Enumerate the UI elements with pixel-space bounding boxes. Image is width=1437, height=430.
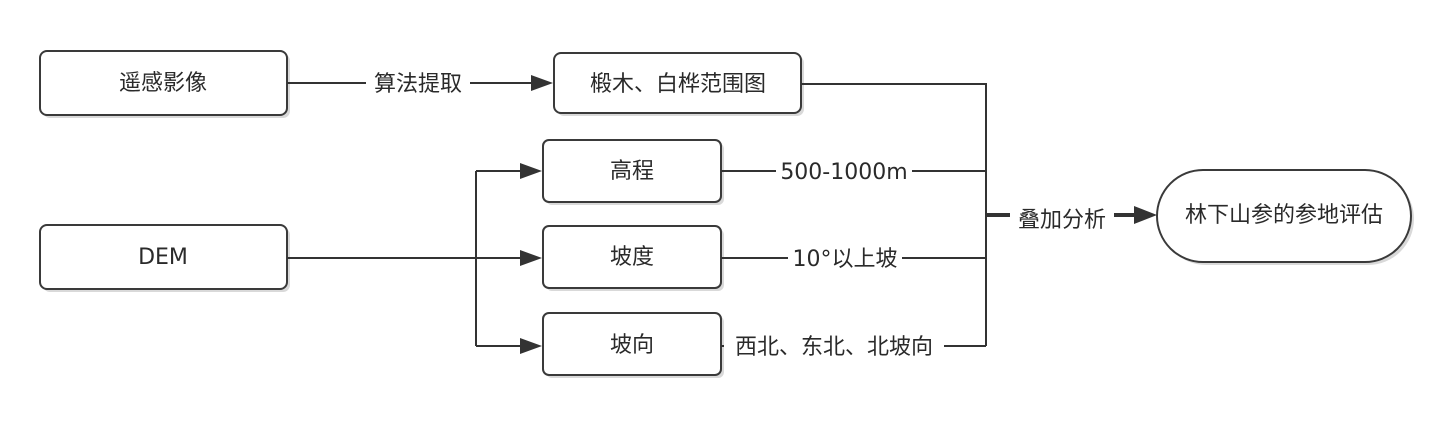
node-remote-sensing: 遥感影像 xyxy=(39,50,290,118)
edge-aspect-range-label: 西北、东北、北坡向 xyxy=(735,335,933,360)
node-dem-label: DEM xyxy=(138,245,188,270)
node-species-map-label: 椴木、白桦范围图 xyxy=(590,72,766,97)
node-species-map: 椴木、白桦范围图 xyxy=(553,52,804,116)
node-slope: 坡度 xyxy=(542,225,724,291)
node-slope-label: 坡度 xyxy=(610,245,654,270)
arrow-right-icon xyxy=(1134,206,1157,224)
node-elevation-label: 高程 xyxy=(610,159,654,184)
edge-algorithm-extract: 算法提取 xyxy=(287,68,553,100)
edge-collector xyxy=(721,83,987,347)
edge-dem-branch xyxy=(287,163,542,354)
edge-aspect-range: 西北、东北、北坡向 xyxy=(724,331,944,363)
node-remote-sensing-label: 遥感影像 xyxy=(119,71,207,96)
node-aspect-label: 坡向 xyxy=(610,333,654,358)
arrow-right-icon xyxy=(520,163,542,179)
arrow-right-icon xyxy=(520,338,542,354)
edge-elevation-range: 500-1000m xyxy=(776,156,912,188)
node-dem: DEM xyxy=(39,224,290,292)
arrow-right-icon xyxy=(531,75,553,91)
edge-overlay-analysis: 叠加分析 xyxy=(986,202,1157,238)
edge-elevation-range-label: 500-1000m xyxy=(780,160,907,185)
edge-overlay-analysis-label: 叠加分析 xyxy=(1018,208,1106,233)
edge-algorithm-extract-label: 算法提取 xyxy=(374,72,462,97)
edge-slope-range-label: 10°以上坡 xyxy=(793,247,898,272)
edge-slope-range: 10°以上坡 xyxy=(788,244,902,276)
node-result: 林下山参的参地评估 xyxy=(1156,169,1414,265)
node-elevation: 高程 xyxy=(542,139,724,205)
node-aspect: 坡向 xyxy=(542,312,724,378)
arrow-right-icon xyxy=(520,250,542,266)
node-result-label: 林下山参的参地评估 xyxy=(1185,203,1383,228)
